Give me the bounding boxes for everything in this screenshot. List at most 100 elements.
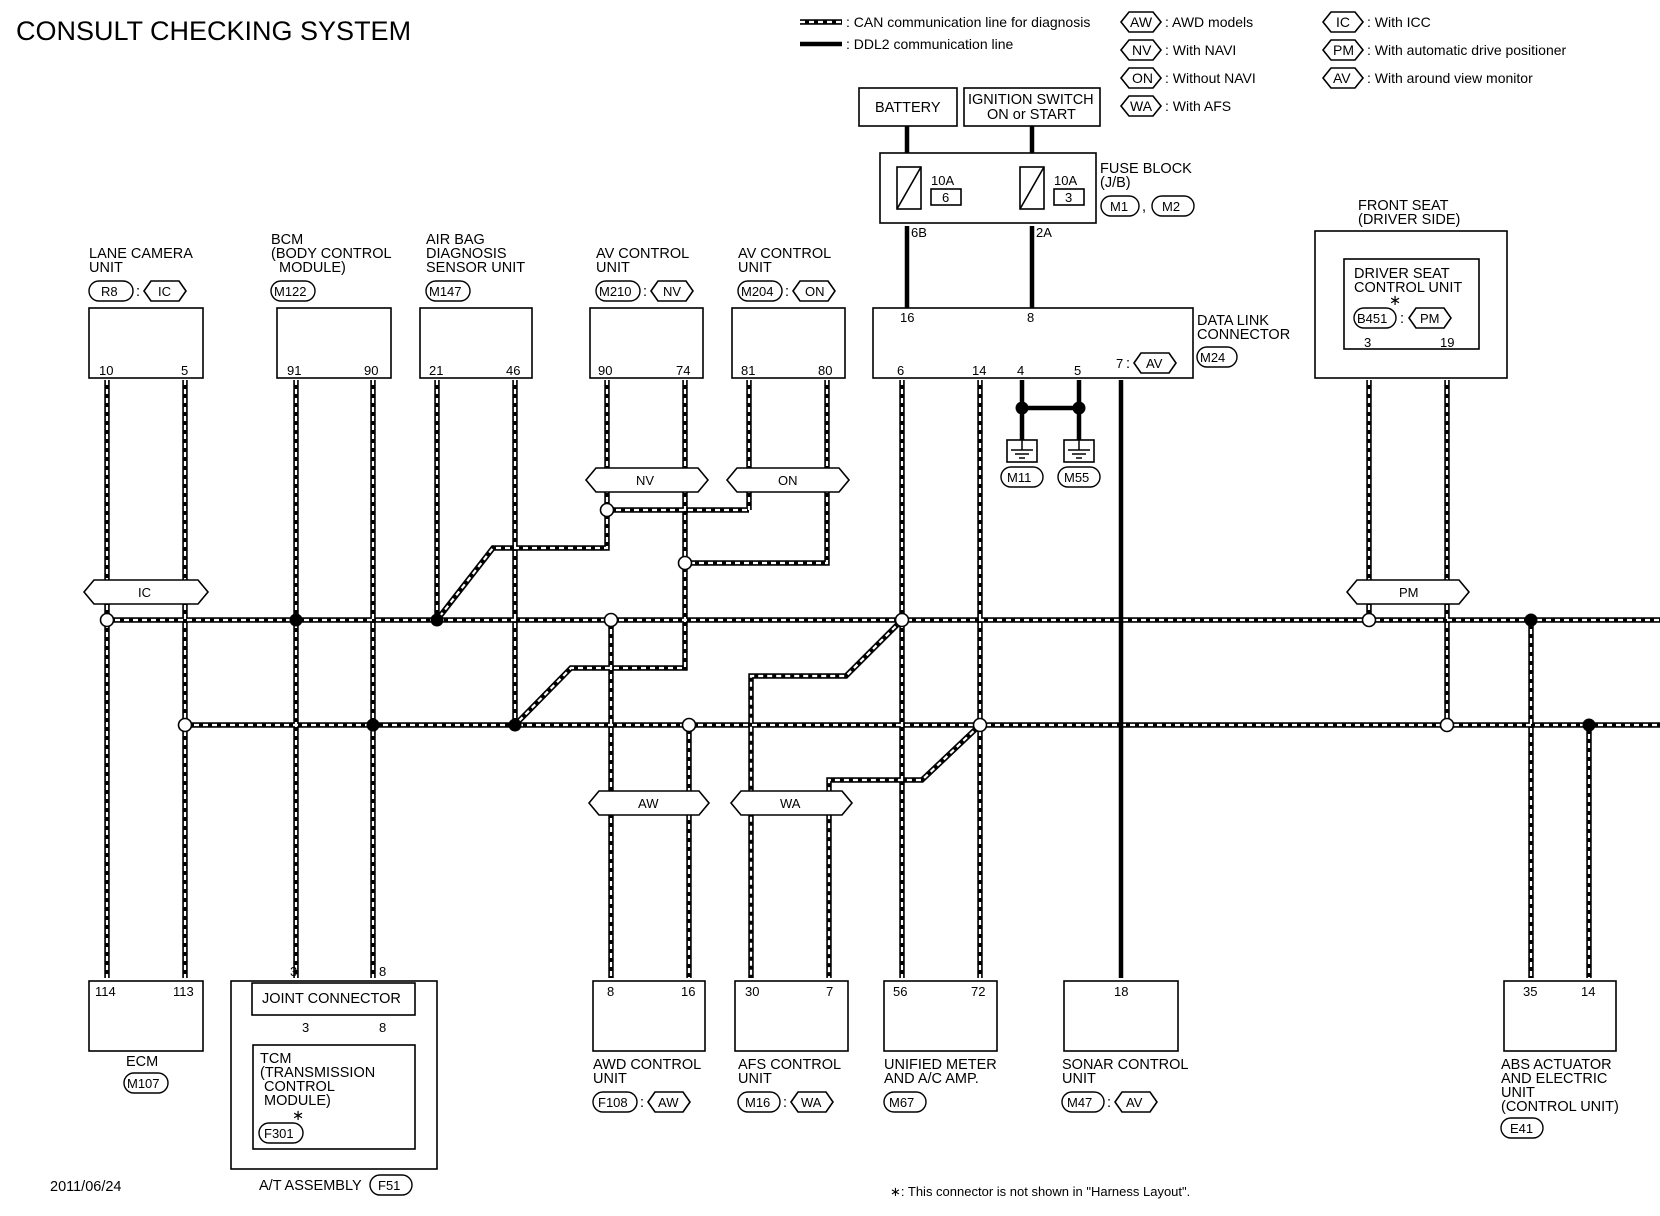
junction-dots — [99, 401, 1596, 733]
fuse-b-terminal: 2A — [1036, 225, 1052, 240]
dlc-pin-8: 8 — [1027, 310, 1034, 325]
legend-code-aw: AW — [1130, 14, 1153, 30]
svg-text::: : — [1126, 356, 1130, 372]
dlc-pin-6: 6 — [897, 363, 904, 378]
tcm-pin-8: 8 — [379, 1020, 386, 1035]
meter-pin-72: 72 — [971, 984, 985, 999]
legend-desc-pm: : With automatic drive positioner — [1367, 42, 1567, 58]
option-bar-pm: PM — [1399, 585, 1419, 600]
ground-m55: M55 — [1064, 470, 1089, 485]
fuse-block-label-1: FUSE BLOCK — [1100, 161, 1192, 177]
dlc-label-2: CONNECTOR — [1197, 327, 1290, 343]
fuse-a-amp: 10A — [931, 173, 954, 188]
front-seat-label-1: FRONT SEAT — [1358, 198, 1449, 214]
joint-pin-8: 8 — [379, 964, 386, 979]
av-on-connector: M204 — [741, 284, 774, 299]
av-control-unit-without-navi: AV CONTROL UNIT M204 : ON 81 80 — [731, 246, 846, 379]
at-assembly-label: A/T ASSEMBLY — [259, 1178, 362, 1194]
lane-camera-unit: LANE CAMERA UNIT R8 : IC 10 5 — [88, 246, 204, 379]
front-seat-label-2: (DRIVER SIDE) — [1358, 212, 1460, 228]
tcm-label-3: CONTROL — [264, 1079, 335, 1095]
av-control-unit-navi: AV CONTROL UNIT M210 : NV 90 74 — [589, 246, 704, 379]
bcm-connector: M122 — [274, 284, 307, 299]
dlc-pin-16: 16 — [900, 310, 914, 325]
airbag-pin-21: 21 — [429, 363, 443, 378]
ground-m11: M11 — [1007, 470, 1031, 485]
bcm-pin-91: 91 — [287, 363, 301, 378]
driver-seat-connector: B451 — [1357, 311, 1387, 326]
legend-code-nv: NV — [1132, 42, 1152, 58]
bcm-label-3: MODULE) — [279, 260, 346, 276]
ignition-switch-box — [963, 87, 1101, 127]
dlc-pin-7: 7 — [1116, 356, 1123, 371]
legend-code-av: AV — [1333, 70, 1351, 86]
option-bar-nv: NV — [636, 473, 654, 488]
lane-camera-label-1: LANE CAMERA — [89, 246, 193, 262]
driver-seat-option: PM — [1420, 311, 1440, 326]
svg-text::: : — [136, 284, 140, 300]
fuse-a-terminal: 6B — [911, 225, 927, 240]
svg-text::: : — [785, 284, 789, 300]
tcm-label-1: TCM — [260, 1051, 291, 1067]
av-on-pin-80: 80 — [818, 363, 832, 378]
ground-points: M11 M55 — [1000, 439, 1101, 488]
afs-pin-7: 7 — [826, 984, 833, 999]
av-nv-label-2: UNIT — [596, 260, 630, 276]
svg-text::: : — [1400, 311, 1404, 327]
fuse-connector-comma: , — [1142, 199, 1146, 215]
abs-label-2: AND ELECTRIC — [1501, 1071, 1607, 1087]
dlc-pin-14: 14 — [972, 363, 986, 378]
av-nv-pin-90: 90 — [598, 363, 612, 378]
airbag-label-1: AIR BAG — [426, 232, 485, 248]
dlc-connector: M24 — [1200, 350, 1225, 365]
av-nv-connector: M210 — [599, 284, 632, 299]
unified-meter-unit: 56 72 UNIFIED METER AND A/C AMP. M67 — [883, 980, 998, 1113]
sonar-label-2: UNIT — [1062, 1071, 1096, 1087]
lane-camera-connector: R8 — [101, 284, 118, 299]
awd-pin-8: 8 — [607, 984, 614, 999]
bcm-pin-90: 90 — [364, 363, 378, 378]
afs-pin-30: 30 — [745, 984, 759, 999]
legend-code-pm: PM — [1333, 42, 1354, 58]
dlc-pin-4: 4 — [1017, 363, 1024, 378]
airbag-connector: M147 — [429, 284, 462, 299]
legend-desc-nv: : With NAVI — [1165, 42, 1236, 58]
tcm-connector: F301 — [264, 1126, 294, 1141]
ecm-pin-114: 114 — [95, 984, 116, 999]
can-communication-wires — [104, 380, 1660, 978]
power-supply: BATTERY IGNITION SWITCH ON or START 10A … — [858, 87, 1195, 240]
bcm-label-1: BCM — [271, 232, 303, 248]
abs-pin-35: 35 — [1523, 984, 1537, 999]
legend-can-line: : CAN communication line for diagnosis — [846, 14, 1090, 30]
svg-text::: : — [783, 1095, 787, 1111]
awd-pin-16: 16 — [681, 984, 695, 999]
sonar-pin-18: 18 — [1114, 984, 1128, 999]
airbag-pin-46: 46 — [506, 363, 520, 378]
tcm-label-4: MODULE) — [264, 1093, 331, 1109]
fuse-block-label-2: (J/B) — [1100, 175, 1131, 191]
airbag-label-2: DIAGNOSIS — [426, 246, 507, 262]
battery-label: BATTERY — [875, 100, 941, 116]
fuse-b-number: 3 — [1065, 190, 1072, 205]
option-bar-on: ON — [778, 473, 798, 488]
afs-option: WA — [801, 1095, 822, 1110]
lane-camera-option: IC — [158, 284, 171, 299]
legend: : CAN communication line for diagnosis :… — [800, 11, 1567, 117]
driver-seat-label-2: CONTROL UNIT — [1354, 280, 1462, 296]
data-link-connector: 16 8 6 14 4 5 7 : AV DATA LINK CONNECTOR… — [872, 307, 1290, 379]
legend-desc-ic: : With ICC — [1367, 14, 1431, 30]
joint-pin-3: 3 — [290, 964, 297, 979]
legend-desc-wa: : With AFS — [1165, 98, 1231, 114]
av-on-option: ON — [805, 284, 825, 299]
meter-pin-56: 56 — [893, 984, 907, 999]
abs-actuator-unit: 35 14 ABS ACTUATOR AND ELECTRIC UNIT (CO… — [1500, 980, 1619, 1139]
bcm-label-2: (BODY CONTROL — [271, 246, 392, 262]
meter-connector: M67 — [889, 1095, 914, 1110]
meter-label-1: UNIFIED METER — [884, 1057, 997, 1073]
bcm-unit: BCM (BODY CONTROL MODULE) M122 91 90 — [270, 232, 392, 379]
ecm-unit: 114 113 ECM M107 — [88, 980, 204, 1094]
driver-seat-control-unit: FRONT SEAT (DRIVER SIDE) DRIVER SEAT CON… — [1314, 198, 1508, 379]
at-assembly-connector: F51 — [378, 1178, 400, 1193]
